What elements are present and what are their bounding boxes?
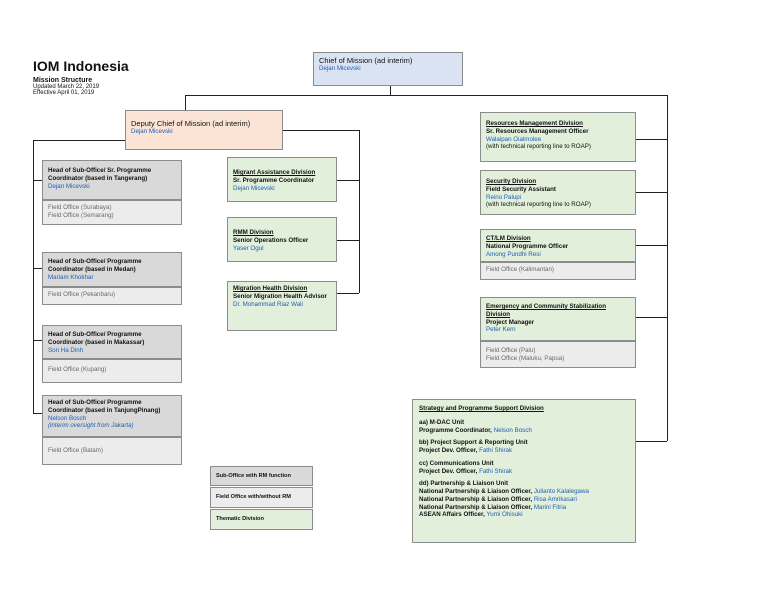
deputy-title: Deputy Chief of Mission (ad interim) — [131, 119, 251, 128]
unit-role: Project Dev. Officer, — [419, 467, 480, 475]
unit-title: aa) M-DAC Unit — [419, 418, 465, 426]
field-office-label: Field Office (Batam) — [48, 447, 103, 454]
suboffice-head-name: Dejan Micevski — [48, 182, 90, 190]
page-subtitle: Mission Structure — [33, 77, 93, 84]
suboffice-head-name: Nelson Bosch — [48, 414, 87, 422]
header: IOM Indonesia Mission Structure Updated … — [33, 58, 193, 96]
unit-title: dd) Partnership & Liaison Unit — [419, 480, 509, 488]
division-role: Sr. Programme Coordinator — [233, 176, 315, 184]
division-migrant-assistance: Migrant Assistance Division Sr. Programm… — [227, 157, 337, 202]
division-migration-health: Migration Health Division Senior Migrati… — [227, 281, 337, 331]
division-head-name: Reino Palupi — [486, 193, 522, 201]
field-office-box: Field Office (Surabaya) Field Office (Se… — [42, 200, 182, 225]
division-note: (with technical reporting line to ROAP) — [486, 143, 591, 151]
suboffice-makassar: Head of Sub-Office/ Programme Coordinato… — [42, 325, 182, 359]
field-office-label: Field Office (Kupang) — [48, 366, 107, 373]
division-ct-lm: CT/LM Division National Programme Office… — [480, 229, 636, 262]
field-office-label: Field Office (Surabaya) — [48, 204, 112, 211]
unit-person-name: Fathi Shirak — [479, 447, 513, 454]
field-office-box: Field Office (Palu) Field Office (Maluku… — [480, 341, 636, 368]
suboffice-tangerang: Head of Sub-Office/ Sr. Programme Coordi… — [42, 160, 182, 200]
division-role: National Programme Officer — [486, 242, 569, 250]
unit-communications: cc) Communications Unit Project Dev. Off… — [419, 460, 629, 476]
field-office-box: Field Office (Kalimantan) — [480, 262, 636, 280]
chief-name: Dejan Micevski — [319, 65, 361, 73]
unit-person-name: Julianto Kalalegawa — [533, 488, 589, 495]
page-title: IOM Indonesia — [33, 58, 129, 74]
unit-role: National Partnership & Liaison Officer, — [419, 495, 534, 503]
unit-person-name: Fathi Shirak — [479, 467, 513, 475]
unit-person-name: Nelson Bosch — [493, 426, 532, 434]
division-role: Project Manager — [486, 318, 535, 326]
legend-label: Thematic Division — [216, 516, 264, 522]
division-title: Migrant Assistance Division — [233, 169, 316, 176]
division-title: Emergency and Community Stabilization Di… — [486, 303, 606, 318]
division-security: Security Division Field Security Assista… — [480, 170, 636, 215]
unit-mdac: aa) M-DAC Unit Programme Coordinator, Ne… — [419, 419, 629, 435]
suboffice-head-name: Son Ha Dinh — [48, 346, 84, 354]
division-title: Resources Management Division — [486, 120, 583, 127]
updated-date: Updated March 22, 2019 — [33, 84, 100, 90]
division-head-name: Among Pundhi Resi — [486, 250, 541, 258]
division-title: Security Division — [486, 178, 537, 185]
division-role: Field Security Assistant — [486, 185, 556, 193]
division-rmm: RMM Division Senior Operations Officer Y… — [227, 217, 337, 262]
legend-label: Sub-Office with RM function — [216, 473, 291, 479]
division-head-name: Peter Kern — [486, 326, 516, 334]
division-head-name: Yaser Ogul — [233, 244, 264, 252]
field-office-label: Field Office (Kalimantan) — [486, 266, 554, 273]
deputy-name: Dejan Micevski — [131, 128, 173, 136]
division-head-name: Dejan Micevski — [233, 184, 275, 192]
legend-item-field-office: Field Office with/without RM — [210, 487, 313, 508]
suboffice-title: Head of Sub-Office/ Sr. Programme Coordi… — [48, 167, 152, 182]
division-role: Sr. Resources Management Officer — [486, 127, 589, 135]
suboffice-medan: Head of Sub-Office/ Programme Coordinato… — [42, 252, 182, 287]
division-title: RMM Division — [233, 229, 274, 236]
division-strategy-programme-support: Strategy and Programme Support Division … — [412, 399, 636, 543]
legend-item-thematic: Thematic Division — [210, 509, 313, 530]
division-emergency-stabilization: Emergency and Community Stabilization Di… — [480, 297, 636, 341]
division-role: Senior Operations Officer — [233, 236, 309, 244]
division-title: Strategy and Programme Support Division — [419, 405, 544, 412]
unit-title: cc) Communications Unit — [419, 459, 494, 467]
deputy-chief-box: Deputy Chief of Mission (ad interim) Dej… — [125, 110, 283, 150]
division-head-name: Walaipan Oialmolee — [486, 135, 542, 143]
unit-role: Project Dev. Officer, — [419, 447, 480, 454]
suboffice-tanjungpinang: Head of Sub-Office/ Programme Coordinato… — [42, 395, 182, 437]
division-title: Migration Health Division — [233, 285, 308, 292]
unit-person-name: Marini Fitria — [533, 503, 567, 511]
legend-label: Field Office with/without RM — [216, 494, 291, 500]
division-note: (with technical reporting line to ROAP) — [486, 201, 591, 209]
field-office-label: Field Office (Pekanbaru) — [48, 291, 115, 298]
division-title: CT/LM Division — [486, 235, 531, 242]
field-office-label: Field Office (Semarang) — [48, 211, 114, 219]
unit-title: bb) Project Support & Reporting Unit — [419, 439, 528, 447]
field-office-box: Field Office (Kupang) — [42, 359, 182, 383]
chief-title: Chief of Mission (ad interim) — [319, 56, 413, 65]
unit-role: National Partnership & Liaison Officer, — [419, 503, 534, 511]
division-resources-management: Resources Management Division Sr. Resour… — [480, 112, 636, 162]
suboffice-title: Head of Sub-Office/ Programme Coordinato… — [48, 258, 142, 273]
unit-person-name: Yumi Ohisuki — [486, 511, 523, 519]
chief-of-mission-box: Chief of Mission (ad interim) Dejan Mice… — [313, 52, 463, 86]
field-office-label: Field Office (Palu) — [486, 347, 536, 354]
suboffice-title: Head of Sub-Office/ Programme Coordinato… — [48, 399, 161, 414]
legend-item-suboffice: Sub-Office with RM function — [210, 466, 313, 486]
field-office-label: Field Office (Maluku, Papua) — [486, 354, 565, 362]
suboffice-note: (interim oversight from Jakarta) — [48, 422, 134, 430]
unit-project-support: bb) Project Support & Reporting Unit Pro… — [419, 439, 629, 455]
unit-partnership-liaison: dd) Partnership & Liaison Unit National … — [419, 480, 629, 519]
unit-role: ASEAN Affairs Officer, — [419, 511, 487, 519]
unit-person-name: Risa Amrikasari — [533, 495, 577, 503]
unit-role: National Partnership & Liaison Officer, — [419, 488, 534, 495]
suboffice-head-name: Mariam Khokhar — [48, 273, 94, 281]
unit-role: Programme Coordinator, — [419, 426, 494, 434]
division-head-name: Dr. Mohammad Riaz Wali — [233, 300, 303, 308]
division-role: Senior Migration Health Advisor — [233, 292, 327, 300]
effective-date: Effective April 01, 2019 — [33, 90, 95, 96]
suboffice-title: Head of Sub-Office/ Programme Coordinato… — [48, 331, 145, 346]
field-office-box: Field Office (Batam) — [42, 437, 182, 465]
field-office-box: Field Office (Pekanbaru) — [42, 287, 182, 305]
